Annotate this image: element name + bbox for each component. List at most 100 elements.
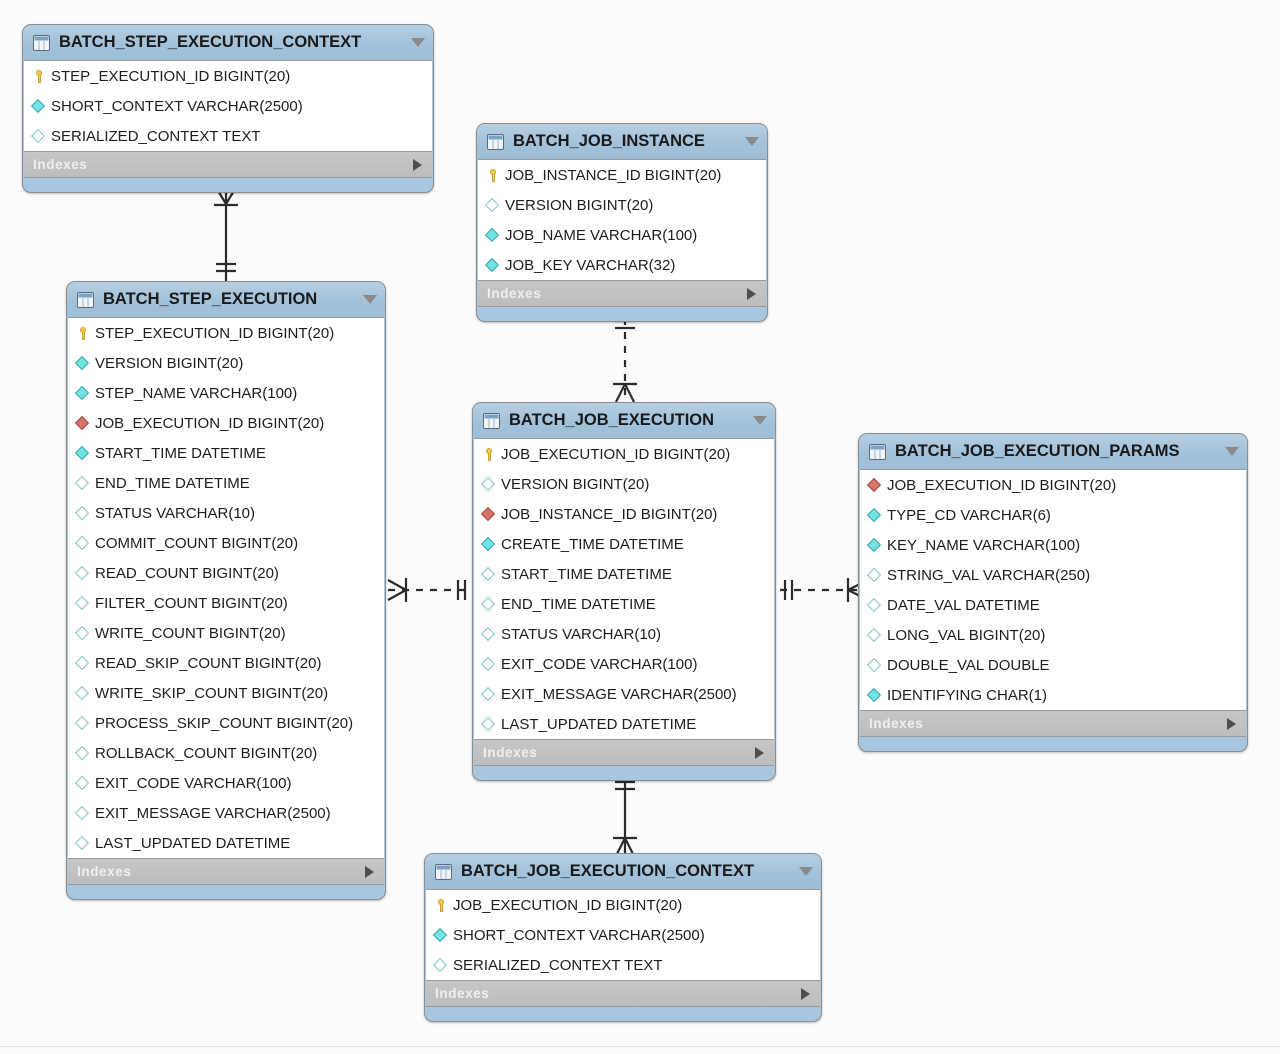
column-row[interactable]: JOB_NAME VARCHAR(100) <box>478 220 766 250</box>
column-row[interactable]: DATE_VAL DATETIME <box>860 590 1246 620</box>
column-row[interactable]: START_TIME DATETIME <box>68 438 384 468</box>
indexes-section[interactable]: Indexes <box>478 281 766 307</box>
table-title: BATCH_JOB_INSTANCE <box>513 132 705 150</box>
column-row[interactable]: JOB_INSTANCE_ID BIGINT(20) <box>478 160 766 190</box>
column-label: VERSION BIGINT(20) <box>501 475 650 493</box>
chevron-down-icon[interactable] <box>745 137 759 146</box>
column-row[interactable]: COMMIT_COUNT BIGINT(20) <box>68 528 384 558</box>
column-row[interactable]: STEP_EXECUTION_ID BIGINT(20) <box>68 318 384 348</box>
column-list: STEP_EXECUTION_ID BIGINT(20)SHORT_CONTEX… <box>24 60 432 152</box>
chevron-down-icon[interactable] <box>411 38 425 47</box>
column-row[interactable]: EXIT_CODE VARCHAR(100) <box>68 768 384 798</box>
indexes-section[interactable]: Indexes <box>860 711 1246 737</box>
column-row[interactable]: SHORT_CONTEXT VARCHAR(2500) <box>426 920 820 950</box>
column-row[interactable]: LAST_UPDATED DATETIME <box>474 709 774 739</box>
chevron-down-icon[interactable] <box>753 416 767 425</box>
indexes-section[interactable]: Indexes <box>68 859 384 885</box>
column-label: SERIALIZED_CONTEXT TEXT <box>51 127 261 145</box>
column-row[interactable]: STRING_VAL VARCHAR(250) <box>860 560 1246 590</box>
table-batch-job-instance[interactable]: BATCH_JOB_INSTANCE JOB_INSTANCE_ID BIGINT… <box>476 123 768 322</box>
column-row[interactable]: STATUS VARCHAR(10) <box>68 498 384 528</box>
column-row[interactable]: EXIT_CODE VARCHAR(100) <box>474 649 774 679</box>
column-row[interactable]: END_TIME DATETIME <box>474 589 774 619</box>
table-header[interactable]: BATCH_JOB_INSTANCE <box>477 124 767 159</box>
column-row[interactable]: DOUBLE_VAL DOUBLE <box>860 650 1246 680</box>
column-row[interactable]: JOB_KEY VARCHAR(32) <box>478 250 766 280</box>
expand-indexes-icon[interactable] <box>1227 717 1236 730</box>
column-row[interactable]: VERSION BIGINT(20) <box>478 190 766 220</box>
column-row[interactable]: IDENTIFYING CHAR(1) <box>860 680 1246 710</box>
not-null-column-icon <box>74 355 90 371</box>
column-row[interactable]: READ_COUNT BIGINT(20) <box>68 558 384 588</box>
table-batch-job-execution[interactable]: BATCH_JOB_EXECUTION JOB_EXECUTION_ID BIGI… <box>472 402 776 781</box>
relationship-job-execution-to-job-context[interactable] <box>595 770 655 860</box>
column-row[interactable]: ROLLBACK_COUNT BIGINT(20) <box>68 738 384 768</box>
column-row[interactable]: LONG_VAL BIGINT(20) <box>860 620 1246 650</box>
column-row[interactable]: JOB_EXECUTION_ID BIGINT(20) <box>68 408 384 438</box>
expand-indexes-icon[interactable] <box>755 746 764 759</box>
expand-indexes-icon[interactable] <box>365 865 374 878</box>
nullable-column-icon <box>480 626 496 642</box>
table-header[interactable]: BATCH_JOB_EXECUTION_PARAMS <box>859 434 1247 469</box>
column-row[interactable]: READ_SKIP_COUNT BIGINT(20) <box>68 648 384 678</box>
column-row[interactable]: STEP_EXECUTION_ID BIGINT(20) <box>24 61 432 91</box>
chevron-down-icon[interactable] <box>363 295 377 304</box>
column-row[interactable]: JOB_INSTANCE_ID BIGINT(20) <box>474 499 774 529</box>
column-row[interactable]: VERSION BIGINT(20) <box>474 469 774 499</box>
column-label: LAST_UPDATED DATETIME <box>501 715 697 733</box>
nullable-column-icon <box>74 625 90 641</box>
relationship-job-instance-to-job-execution[interactable] <box>595 314 655 406</box>
indexes-section[interactable]: Indexes <box>474 740 774 766</box>
column-row[interactable]: FILTER_COUNT BIGINT(20) <box>68 588 384 618</box>
column-row[interactable]: END_TIME DATETIME <box>68 468 384 498</box>
column-row[interactable]: VERSION BIGINT(20) <box>68 348 384 378</box>
indexes-section[interactable]: Indexes <box>426 981 820 1007</box>
not-null-column-icon <box>484 227 500 243</box>
column-row[interactable]: SERIALIZED_CONTEXT TEXT <box>24 121 432 151</box>
relationship-step-execution-to-job-execution[interactable] <box>384 568 480 612</box>
relationship-step-context-to-step-execution[interactable] <box>196 186 256 286</box>
expand-indexes-icon[interactable] <box>801 987 810 1000</box>
chevron-down-icon[interactable] <box>799 867 813 876</box>
nullable-column-icon <box>74 835 90 851</box>
column-row[interactable]: JOB_EXECUTION_ID BIGINT(20) <box>860 470 1246 500</box>
table-header[interactable]: BATCH_STEP_EXECUTION_CONTEXT <box>23 25 433 60</box>
expand-indexes-icon[interactable] <box>747 287 756 300</box>
column-row[interactable]: KEY_NAME VARCHAR(100) <box>860 530 1246 560</box>
column-row[interactable]: EXIT_MESSAGE VARCHAR(2500) <box>68 798 384 828</box>
column-row[interactable]: PROCESS_SKIP_COUNT BIGINT(20) <box>68 708 384 738</box>
nullable-column-icon <box>74 565 90 581</box>
nullable-column-icon <box>74 805 90 821</box>
column-row[interactable]: JOB_EXECUTION_ID BIGINT(20) <box>474 439 774 469</box>
column-row[interactable]: SERIALIZED_CONTEXT TEXT <box>426 950 820 980</box>
column-row[interactable]: STEP_NAME VARCHAR(100) <box>68 378 384 408</box>
column-row[interactable]: WRITE_COUNT BIGINT(20) <box>68 618 384 648</box>
column-row[interactable]: SHORT_CONTEXT VARCHAR(2500) <box>24 91 432 121</box>
column-row[interactable]: CREATE_TIME DATETIME <box>474 529 774 559</box>
chevron-down-icon[interactable] <box>1225 447 1239 456</box>
column-label: VERSION BIGINT(20) <box>505 196 654 214</box>
column-label: WRITE_SKIP_COUNT BIGINT(20) <box>95 684 329 702</box>
column-row[interactable]: JOB_EXECUTION_ID BIGINT(20) <box>426 890 820 920</box>
column-row[interactable]: EXIT_MESSAGE VARCHAR(2500) <box>474 679 774 709</box>
column-label: JOB_EXECUTION_ID BIGINT(20) <box>501 445 731 463</box>
column-row[interactable]: TYPE_CD VARCHAR(6) <box>860 500 1246 530</box>
column-label: START_TIME DATETIME <box>501 565 672 583</box>
indexes-section[interactable]: Indexes <box>24 152 432 178</box>
column-label: SERIALIZED_CONTEXT TEXT <box>453 956 663 974</box>
column-row[interactable]: START_TIME DATETIME <box>474 559 774 589</box>
column-row[interactable]: STATUS VARCHAR(10) <box>474 619 774 649</box>
column-row[interactable]: LAST_UPDATED DATETIME <box>68 828 384 858</box>
primary-key-icon <box>75 326 90 341</box>
table-header[interactable]: BATCH_JOB_EXECUTION_CONTEXT <box>425 854 821 889</box>
column-list: STEP_EXECUTION_ID BIGINT(20)VERSION BIGI… <box>68 317 384 859</box>
column-row[interactable]: WRITE_SKIP_COUNT BIGINT(20) <box>68 678 384 708</box>
table-header[interactable]: BATCH_STEP_EXECUTION <box>67 282 385 317</box>
table-header[interactable]: BATCH_JOB_EXECUTION <box>473 403 775 438</box>
expand-indexes-icon[interactable] <box>413 158 422 171</box>
